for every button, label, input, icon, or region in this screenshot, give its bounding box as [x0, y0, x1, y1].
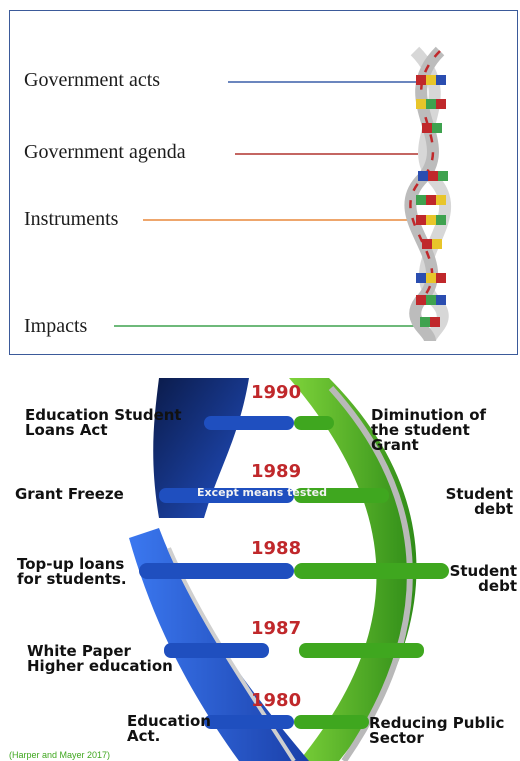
green-strand: [289, 378, 417, 761]
label-top-up-loans: Top-up loans for students.: [17, 555, 127, 588]
label-student-debt-1988: Student debt: [449, 562, 517, 595]
year-1980: 1980: [251, 690, 302, 711]
label-white-paper: White Paper Higher education: [27, 642, 173, 675]
label-instruments: Instruments: [24, 208, 119, 230]
top-panel: Government acts Government agenda Instru…: [9, 10, 518, 355]
label-grant-freeze: Grant Freeze: [15, 485, 124, 503]
rung-1989: [159, 488, 389, 503]
year-1987: 1987: [251, 618, 302, 639]
top-dna-diagram: [114, 46, 452, 343]
label-student-debt-1989: Student debt: [445, 485, 513, 518]
label-impacts: Impacts: [24, 315, 88, 337]
rung-1987: [164, 643, 424, 658]
label-government-agenda: Government agenda: [24, 141, 186, 163]
rung-1980: [204, 715, 369, 729]
except-means-tested-note: Except means tested: [197, 486, 327, 499]
citation: (Harper and Mayer 2017): [9, 750, 111, 760]
label-reducing-public-sector: Reducing Public Sector: [369, 714, 505, 747]
rung-1988: [139, 563, 449, 579]
bottom-panel: 1990 1989 1988 1987 1980 Except means te…: [9, 378, 518, 761]
label-education-student-loans-act: Education Student Loans Act: [25, 406, 182, 439]
year-1989: 1989: [251, 461, 302, 482]
bottom-dna-diagram: [129, 378, 449, 761]
label-diminution-student-grant: Diminution of the student Grant: [371, 406, 487, 454]
year-1988: 1988: [251, 538, 302, 559]
rung-1990: [204, 416, 334, 430]
year-1990: 1990: [251, 382, 302, 403]
label-government-acts: Government acts: [24, 69, 161, 91]
dna-helix-icon: [404, 46, 452, 343]
label-education-act: Education Act.: [127, 712, 211, 745]
dark-strand: [153, 378, 249, 518]
